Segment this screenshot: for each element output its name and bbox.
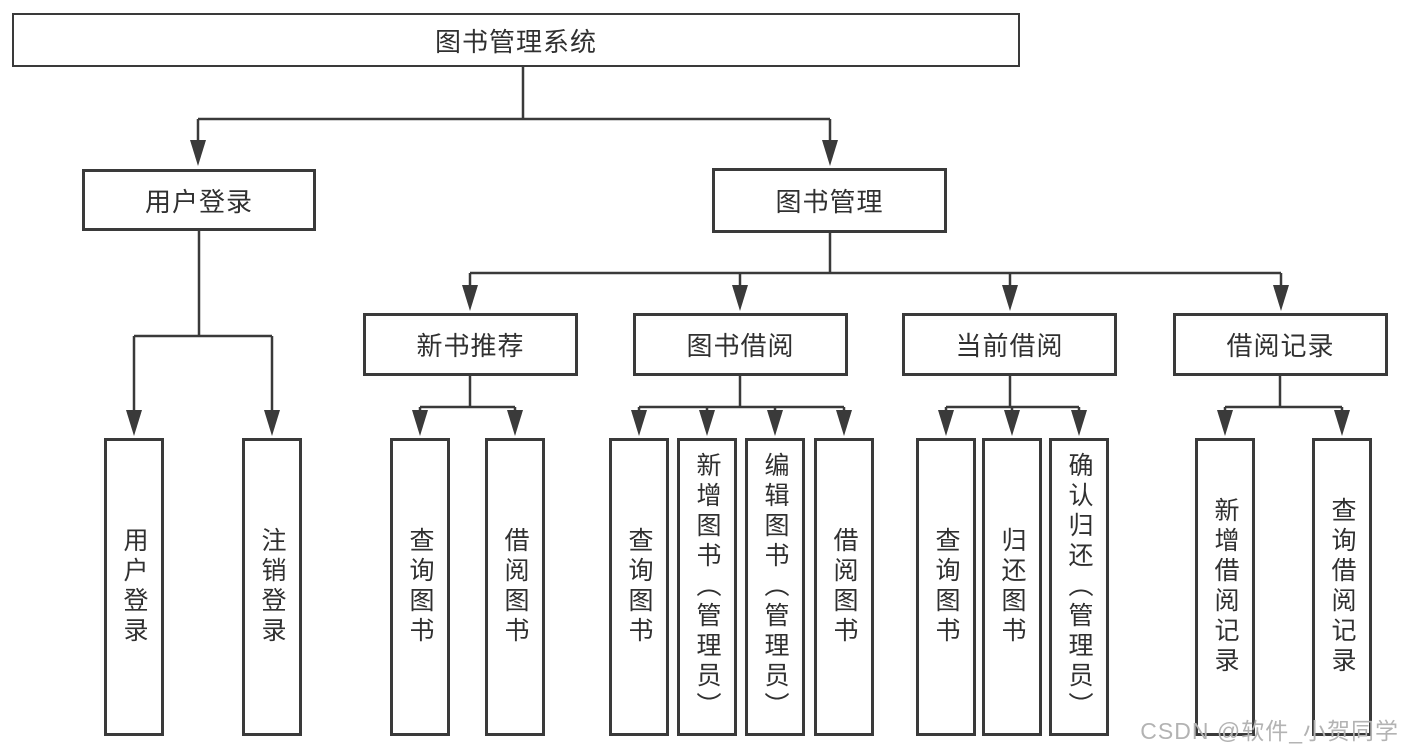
node-current-borrowing: 当前借阅 bbox=[902, 313, 1117, 376]
leaf-borrow-books: 借阅图书 bbox=[814, 438, 874, 736]
node-book-management-branch: 图书管理 bbox=[712, 168, 947, 233]
leaf-query-borrow-record: 查询借阅记录 bbox=[1312, 438, 1372, 736]
leaf-add-borrow-record: 新增借阅记录 bbox=[1195, 438, 1255, 736]
leaf-confirm-return-admin: 确认归还（管理员） bbox=[1049, 438, 1109, 736]
leaf-add-books-admin: 新增图书（管理员） bbox=[677, 438, 737, 736]
leaf-query-books-recommend: 查询图书 bbox=[390, 438, 450, 736]
leaf-return-books: 归还图书 bbox=[982, 438, 1042, 736]
node-new-book-recommend: 新书推荐 bbox=[363, 313, 578, 376]
leaf-query-books-borrow: 查询图书 bbox=[609, 438, 669, 736]
leaf-logout: 注销登录 bbox=[242, 438, 302, 736]
leaf-edit-books-admin: 编辑图书（管理员） bbox=[745, 438, 805, 736]
leaf-borrow-books-recommend: 借阅图书 bbox=[485, 438, 545, 736]
leaf-query-books-current: 查询图书 bbox=[916, 438, 976, 736]
node-book-borrowing: 图书借阅 bbox=[633, 313, 848, 376]
node-root-system: 图书管理系统 bbox=[12, 13, 1020, 67]
node-borrowing-records: 借阅记录 bbox=[1173, 313, 1388, 376]
leaf-user-login: 用户登录 bbox=[104, 438, 164, 736]
csdn-watermark: CSDN @软件_小贺同学 bbox=[1140, 718, 1399, 744]
node-user-login-branch: 用户登录 bbox=[82, 169, 316, 231]
